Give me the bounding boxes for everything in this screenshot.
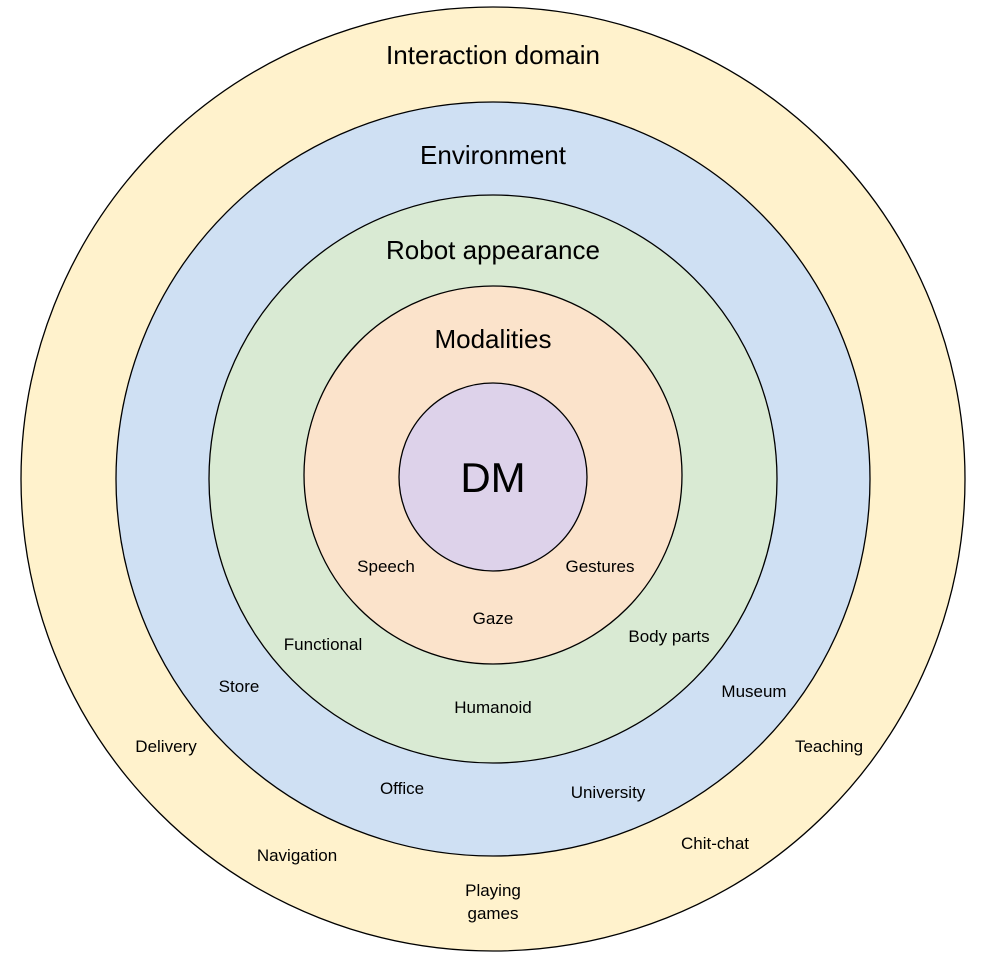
domain-playing-games-line1: Playing: [465, 881, 521, 900]
appearance-body-parts: Body parts: [628, 627, 709, 646]
environment-store: Store: [219, 677, 260, 696]
robot-appearance-title: Robot appearance: [386, 235, 600, 265]
interaction-domain-title: Interaction domain: [386, 40, 600, 70]
domain-teaching: Teaching: [795, 737, 863, 756]
environment-title: Environment: [420, 140, 567, 170]
dm-core-label: DM: [460, 454, 525, 501]
modalities-title: Modalities: [434, 324, 551, 354]
modality-speech: Speech: [357, 557, 415, 576]
domain-delivery: Delivery: [135, 737, 197, 756]
domain-chit-chat: Chit-chat: [681, 834, 749, 853]
modality-gaze: Gaze: [473, 609, 514, 628]
environment-university: University: [571, 783, 646, 802]
environment-museum: Museum: [721, 682, 786, 701]
appearance-functional: Functional: [284, 635, 362, 654]
domain-playing-games-line2: games: [467, 904, 518, 923]
domain-navigation: Navigation: [257, 846, 337, 865]
appearance-humanoid: Humanoid: [454, 698, 532, 717]
environment-office: Office: [380, 779, 424, 798]
dm-core-circle: [398, 382, 588, 572]
modality-gestures: Gestures: [566, 557, 635, 576]
